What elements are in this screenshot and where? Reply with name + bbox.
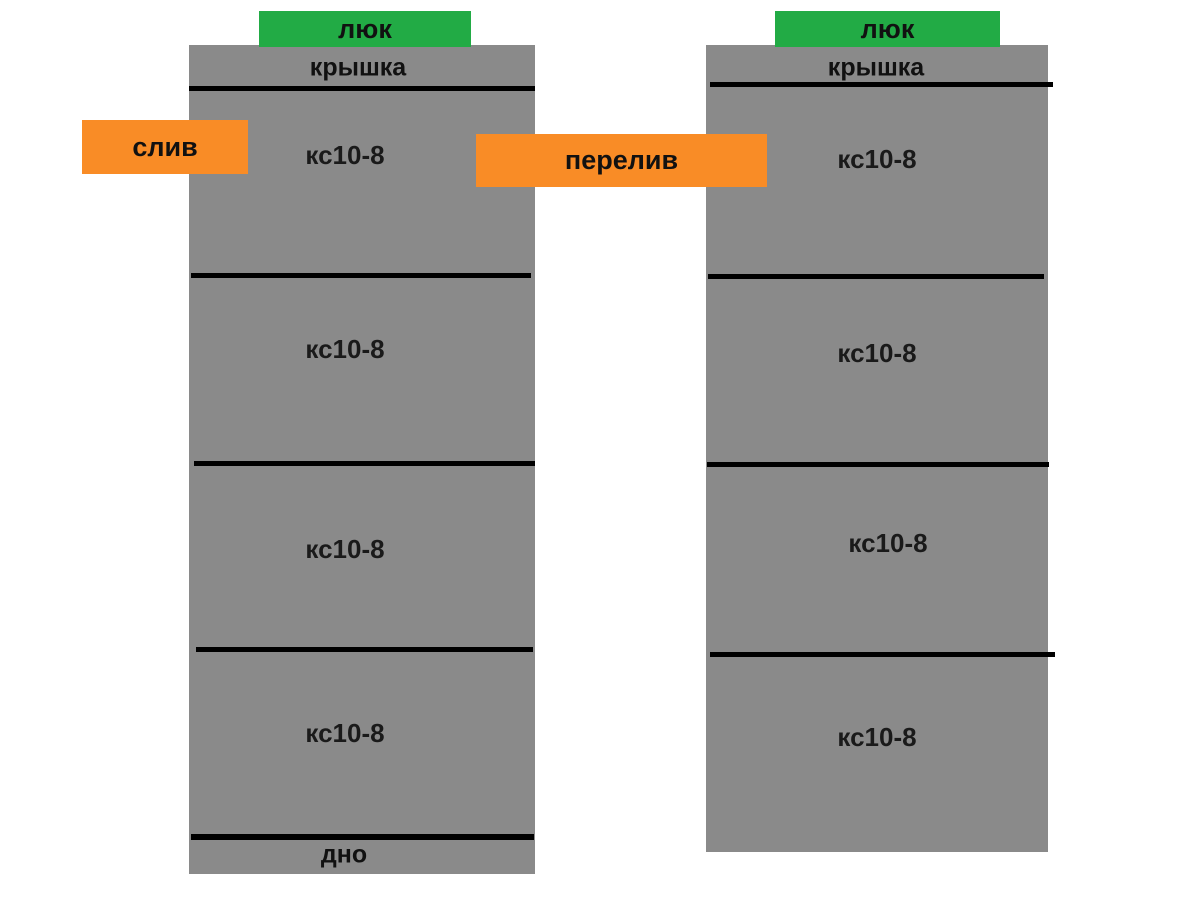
tank-left-bottom-label: дно [320, 840, 368, 869]
tank-left-ring-divider-3 [196, 647, 533, 652]
tank-left-ring-label-2: кс10-8 [305, 334, 385, 364]
tank-left-ring-label-3: кс10-8 [305, 534, 385, 564]
callout-overflow[interactable]: перелив [476, 134, 767, 187]
callout-drain[interactable]: слив [82, 120, 248, 174]
callout-hatch-left[interactable]: люк [259, 11, 471, 47]
tank-right-ring-label-1: кс10-8 [837, 144, 917, 174]
tank-right-ring-label-4: кс10-8 [837, 722, 917, 752]
tank-left-ring-divider-1 [191, 273, 531, 278]
tank-right-cover-divider [710, 82, 1053, 87]
tank-right-ring-label-2: кс10-8 [837, 338, 917, 368]
tank-left-cover-divider [189, 86, 535, 91]
tank-left-ring-label-1: кс10-8 [305, 140, 385, 170]
tank-right-cover-label: крышка [827, 53, 925, 82]
tank-right-ring-divider-1 [708, 274, 1044, 279]
tank-left-ring-label-4: кс10-8 [305, 718, 385, 748]
tank-left-ring-divider-2 [194, 461, 535, 466]
tank-left-bottom-divider [191, 834, 534, 840]
tank-right-ring-divider-2 [707, 462, 1049, 467]
tank-right-ring-label-3: кс10-8 [848, 528, 928, 558]
tank-right-ring-divider-3 [710, 652, 1055, 657]
tank-left-cover-label: крышка [309, 53, 407, 82]
callout-hatch-right[interactable]: люк [775, 11, 1000, 47]
